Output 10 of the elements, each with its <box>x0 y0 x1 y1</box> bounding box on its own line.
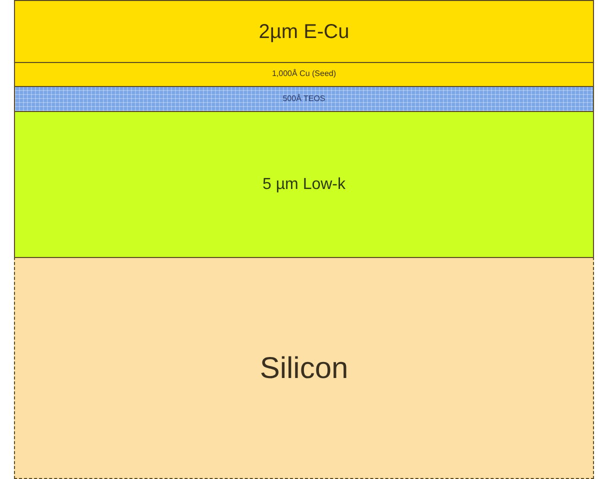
layer-label: 1,000Å Cu (Seed) <box>272 70 336 79</box>
layer-label: Silicon <box>260 352 348 384</box>
layer-label: 500Å TEOS <box>282 94 326 104</box>
metal-layer <box>14 0 594 63</box>
dielectric-layer <box>14 111 594 258</box>
layer-label: 5 µm Low-k <box>262 176 346 194</box>
oxide-layer <box>14 86 594 112</box>
substrate-layer <box>14 257 594 479</box>
seed-layer <box>14 62 594 87</box>
layer-label: 2µm E-Cu <box>258 20 350 42</box>
